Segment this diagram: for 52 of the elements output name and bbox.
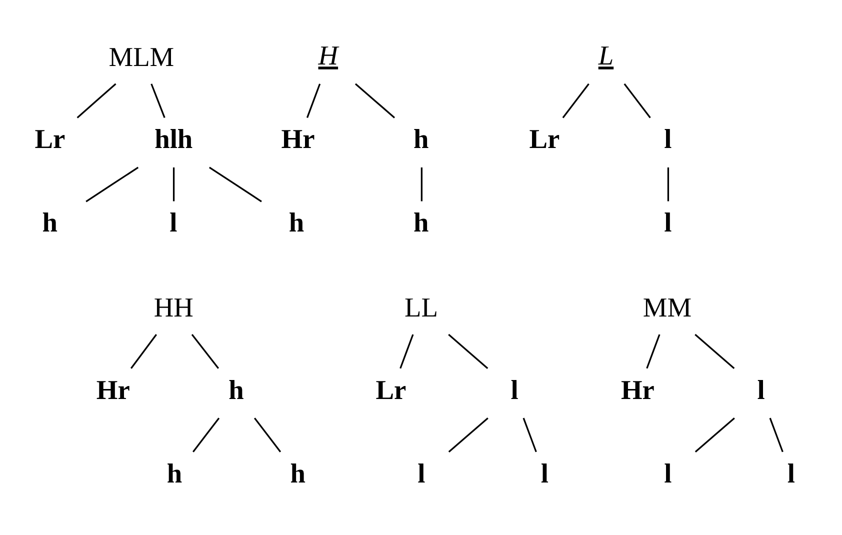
connector [769,417,784,452]
node-text: L [598,40,614,70]
node-text: Hr [96,374,130,404]
connector [448,416,488,452]
connector [150,83,166,118]
connector [306,83,321,118]
node-text: h [413,124,429,154]
connector [354,82,396,118]
node-text: h [413,207,429,238]
node-text: h [290,458,306,488]
node-text: l [664,207,672,238]
connector [191,334,220,368]
node-text: l [664,458,672,488]
node-text: MLM [108,41,174,72]
node-text: Lr [34,124,66,154]
node-text: H [318,40,338,70]
connector [624,82,651,118]
connector [208,166,262,202]
node-text: l [664,124,672,154]
connector [254,417,282,452]
node-text: l [510,374,518,404]
node-text: h [42,207,58,238]
node-text: h [228,374,244,404]
connector [522,417,537,452]
node-text: HH [154,292,194,322]
node-text: l [170,207,178,238]
connector [667,166,670,201]
node-text: hlh [154,124,193,154]
connector [420,166,422,201]
connector [448,333,488,368]
connector [694,416,735,452]
node-text: LL [404,292,438,322]
connector [646,334,660,368]
node-text: l [757,374,765,404]
node-text: Lr [529,124,560,154]
node-text: Hr [281,124,315,154]
node-text: Hr [620,374,654,404]
node-text: MM [642,292,692,322]
connector [86,166,139,202]
node-text: h [166,458,182,488]
connector [76,82,116,118]
connector [192,417,220,452]
node-text: l [787,458,795,488]
node-text: l [418,458,426,488]
connector [400,334,414,368]
connector [172,166,175,201]
connector [694,333,735,368]
connector [130,334,157,368]
node-text: h [288,207,304,238]
connector [562,82,590,118]
node-text: Lr [376,374,406,404]
node-text: l [540,458,548,488]
